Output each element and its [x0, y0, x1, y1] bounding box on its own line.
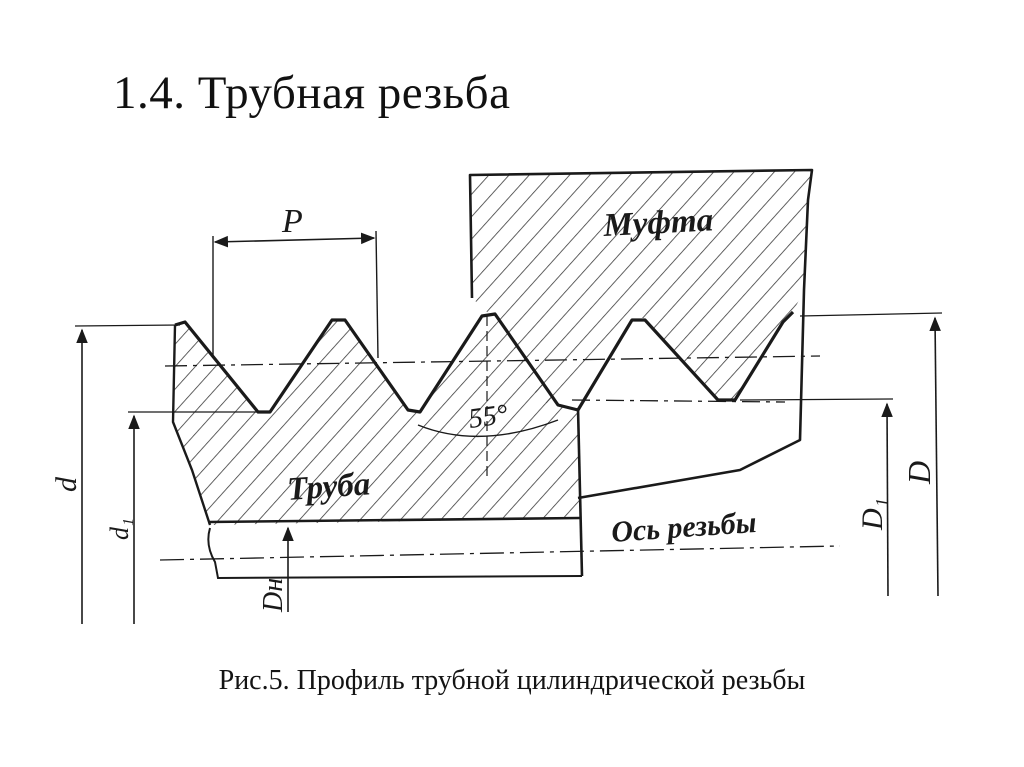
D-dimension: [929, 316, 941, 597]
pipe-bottom-break: [207, 527, 583, 580]
d-ext-top: [74, 324, 181, 327]
D1-label: D₁: [856, 498, 889, 531]
dn-label: Dн: [258, 578, 289, 613]
pitch-ext-right: [375, 230, 379, 359]
angle-label: 55°: [467, 399, 510, 435]
slide-title: 1.4. Трубная резьба: [113, 67, 511, 119]
thread-axis-line: [159, 545, 841, 561]
coupling-body: [470, 170, 812, 405]
d1-label: d₁: [105, 518, 134, 540]
pitch-label: P: [281, 203, 303, 240]
figure-caption: Рис.5. Профиль трубной цилиндрической ре…: [218, 665, 806, 696]
root-dash-line: [571, 399, 786, 403]
pitch-dimension: [213, 232, 376, 248]
coupling-outline: [468, 168, 814, 500]
thread-profile-line: [174, 310, 795, 414]
pipe-label: Труба: [286, 466, 371, 508]
angle-arc: [417, 419, 559, 438]
crest-dash-line: [164, 355, 821, 367]
d-label: d: [50, 476, 83, 492]
axis-label: Ось резьбы: [610, 506, 757, 549]
D1-dimension: [881, 402, 893, 597]
coupling-label: Муфта: [602, 202, 715, 244]
D1-ext-top: [739, 398, 894, 401]
pipe-outline: [171, 324, 212, 526]
pipe-body: [173, 314, 580, 525]
D-label: D: [901, 461, 937, 485]
D-ext-top: [799, 312, 943, 317]
pipe-inner-edge: [207, 516, 581, 524]
pipe-right-edge: [576, 407, 584, 577]
